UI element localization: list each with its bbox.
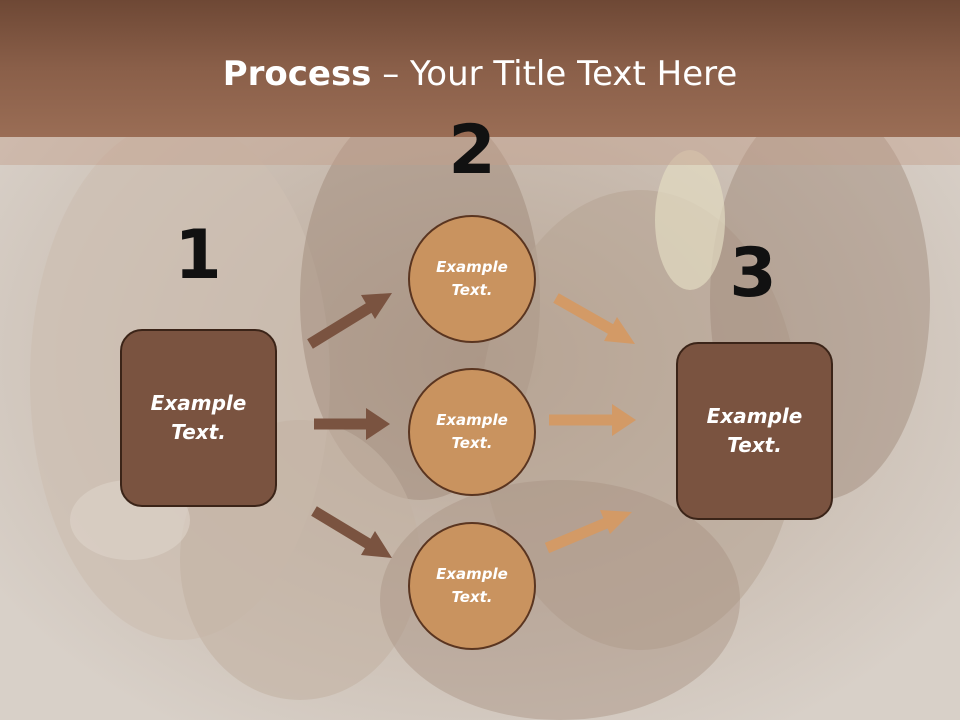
circle-middle-text: Example Text. [436, 411, 508, 452]
arrow-from-top-circle [553, 293, 635, 344]
slide-title[interactable]: Process – Your Title Text Here [0, 52, 960, 96]
step-number-1: 1 [174, 216, 222, 295]
arrow-to-middle-circle [314, 408, 390, 440]
arrow-to-top-circle [307, 293, 392, 349]
step-1-box-text: Example Text. [150, 391, 247, 444]
step-number-2: 2 [448, 111, 496, 190]
step-2-circle-middle[interactable]: Example Text. [408, 368, 536, 496]
step-3-box-text: Example Text. [706, 404, 803, 457]
step-1-box[interactable]: Example Text. [120, 329, 277, 507]
step-2-circle-top[interactable]: Example Text. [408, 215, 536, 343]
title-bold: Process [222, 54, 372, 94]
arrow-from-bottom-circle [544, 510, 632, 554]
title-rest: – Your Title Text Here [371, 54, 738, 94]
step-3-box[interactable]: Example Text. [676, 342, 833, 520]
step-number-3: 3 [729, 234, 777, 313]
circle-top-text: Example Text. [436, 258, 508, 299]
arrow-from-middle-circle [549, 404, 636, 436]
circle-bottom-text: Example Text. [436, 565, 508, 606]
title-bar-band [0, 137, 960, 165]
step-2-circle-bottom[interactable]: Example Text. [408, 522, 536, 650]
title-bar [0, 0, 960, 137]
arrow-to-bottom-circle [311, 506, 392, 558]
